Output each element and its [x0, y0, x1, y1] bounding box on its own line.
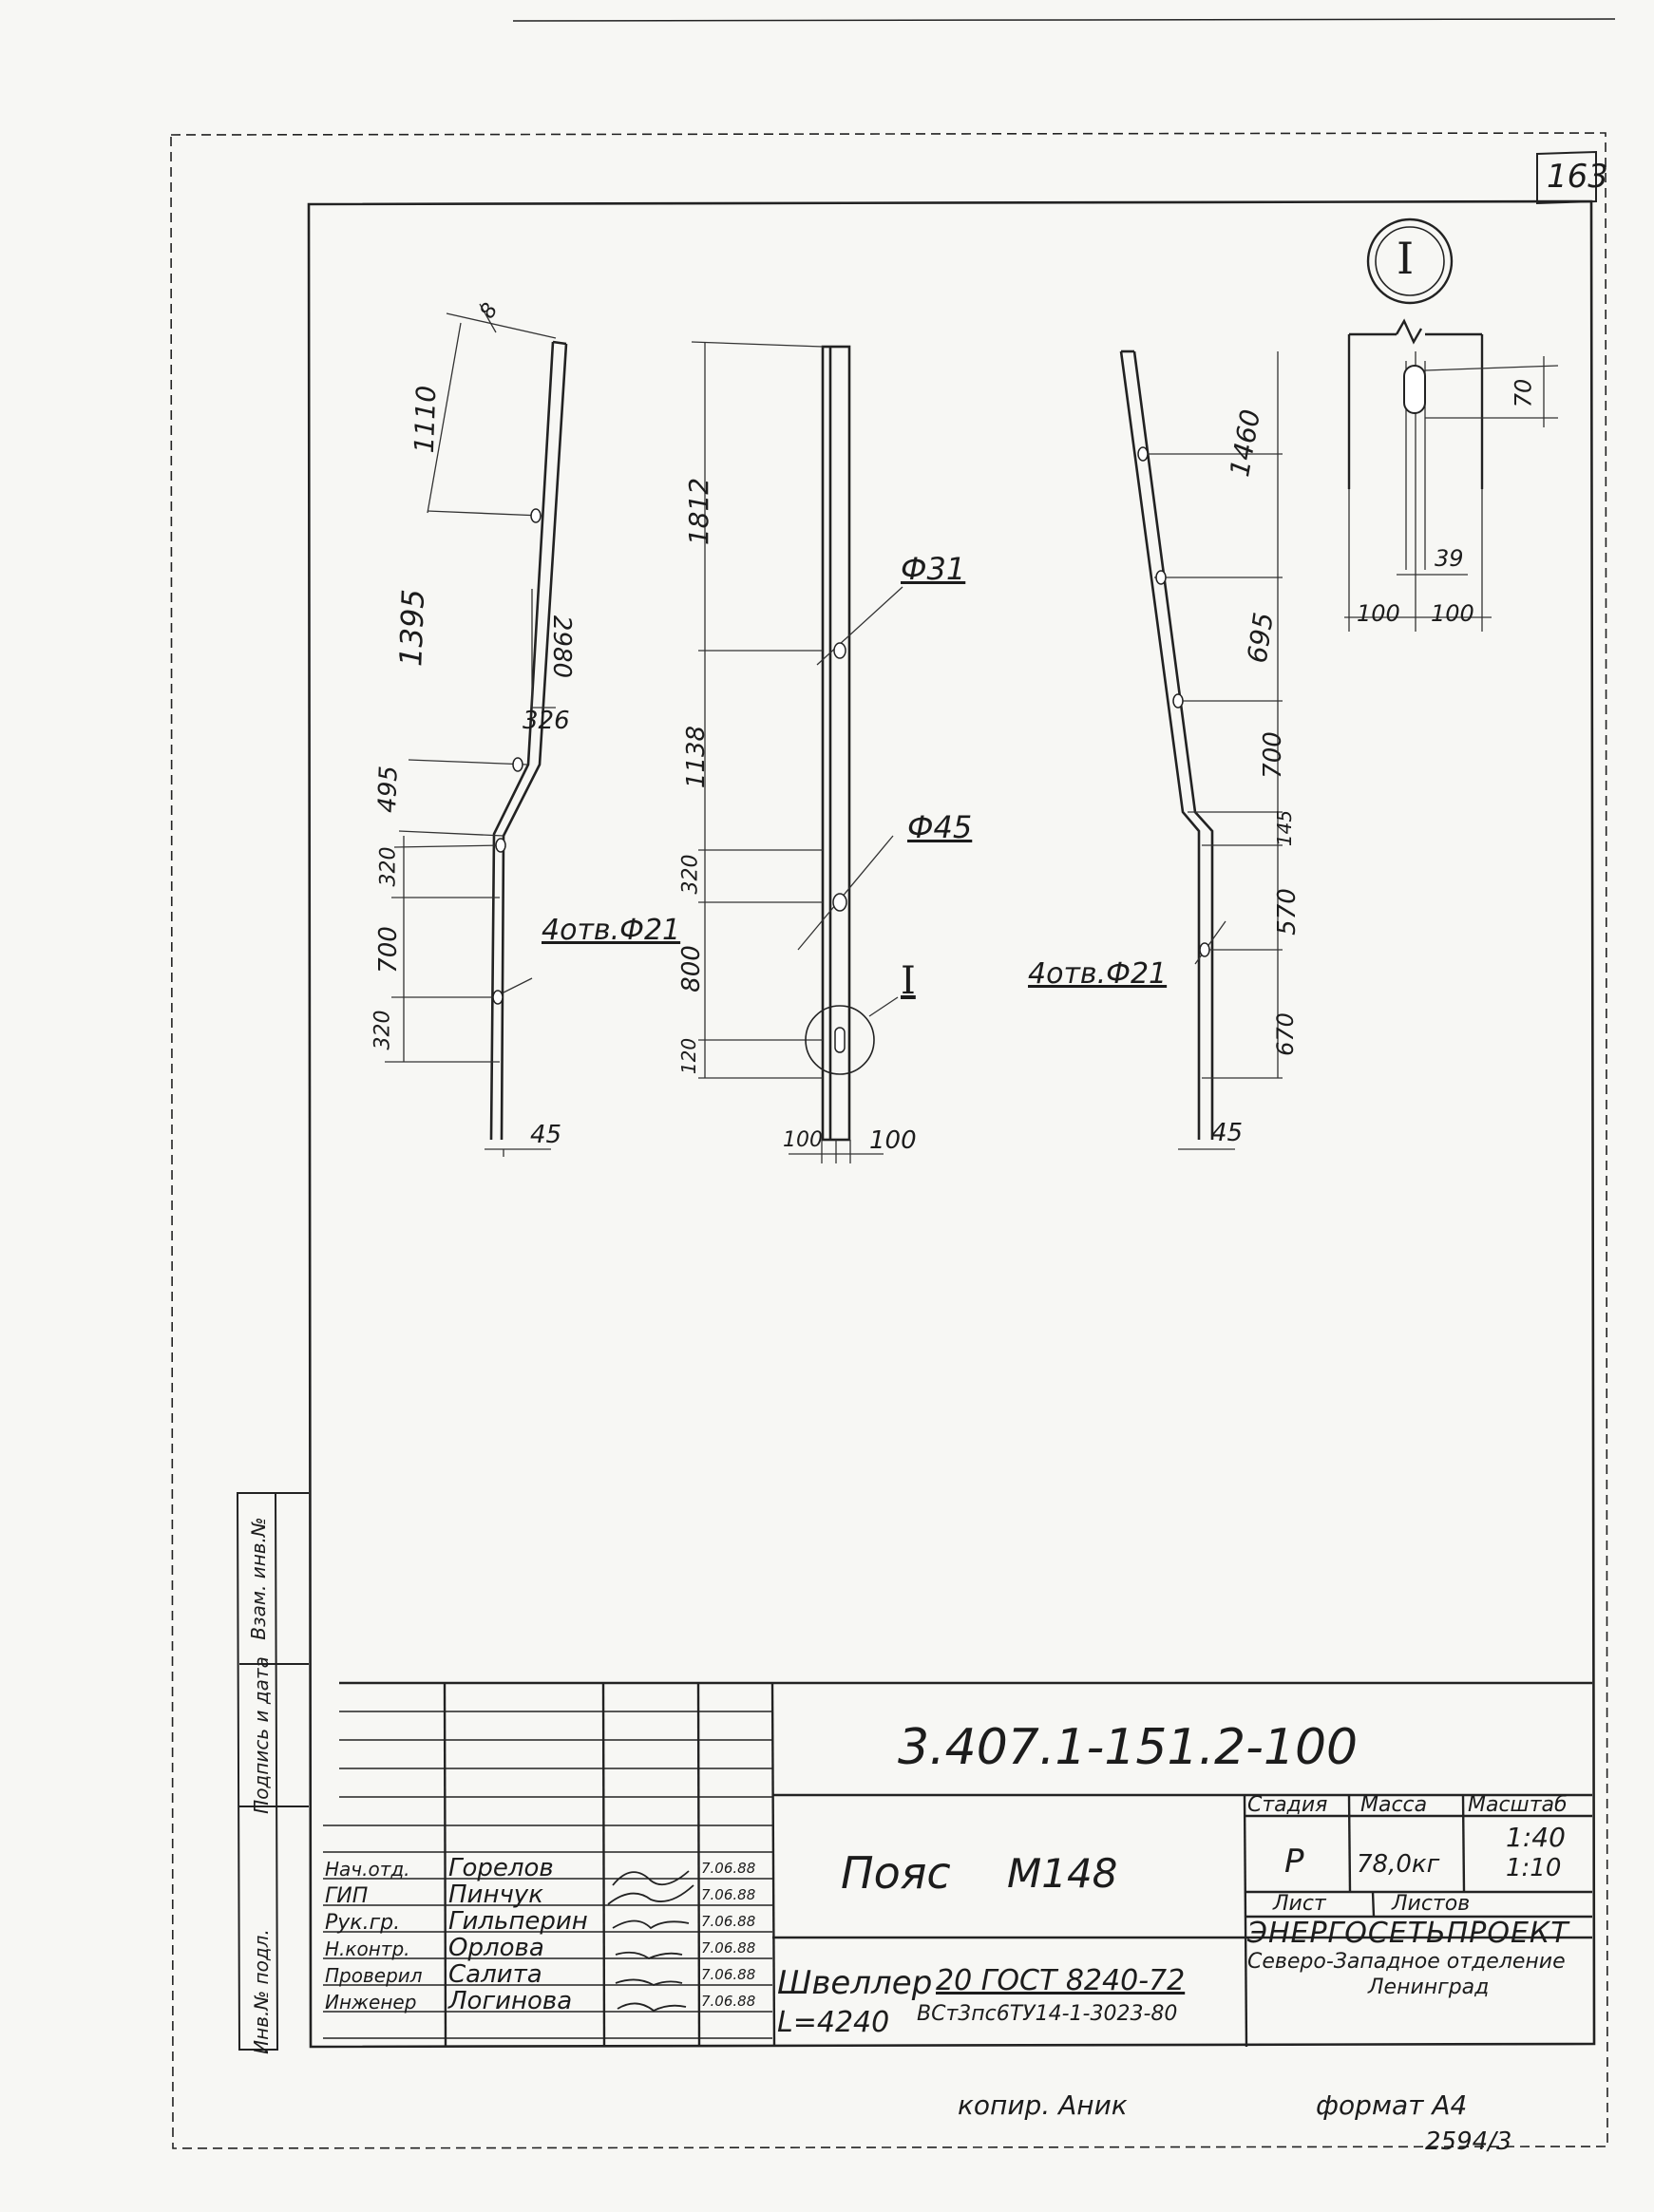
- signature-name: Салита: [448, 1960, 542, 1989]
- signature-name: Пинчук: [448, 1881, 543, 1909]
- signature-date: 7.06.88: [701, 1939, 756, 1957]
- sheets-label: Листов: [1392, 1892, 1471, 1916]
- signature-role: ГИП: [325, 1884, 369, 1908]
- mass-value: 78,0кг: [1357, 1850, 1440, 1879]
- header-mass: Масса: [1360, 1793, 1428, 1817]
- detail-callout: I: [1397, 233, 1415, 284]
- material-steel: ВСт3пс6ТУ14-1-3023-80: [917, 2002, 1178, 2026]
- designation: 3.407.1-151.2-100: [898, 1719, 1359, 1776]
- dim-left-45: 45: [530, 1121, 562, 1149]
- signature-name: Логинова: [448, 1987, 573, 2015]
- signature-date: 7.06.88: [701, 1993, 756, 2010]
- copied-by: копир. Аник: [958, 2089, 1128, 2121]
- org-city: Ленинград: [1368, 1976, 1490, 1999]
- signature-date: 7.06.88: [701, 1966, 756, 1983]
- hole-label-31: Ф31: [901, 551, 966, 587]
- archive-number: 2594/3: [1425, 2127, 1512, 2156]
- stage-value: Р: [1284, 1843, 1304, 1881]
- dim-detail-100a: 100: [1357, 600, 1400, 627]
- signature-date: 7.06.88: [701, 1886, 756, 1903]
- signature-name: Орлова: [448, 1934, 544, 1962]
- part-name: Пояс: [841, 1847, 951, 1899]
- scale-value-1: 1:40: [1506, 1822, 1566, 1853]
- signature-role: Проверил: [325, 1964, 423, 1987]
- header-stage: Стадия: [1247, 1793, 1328, 1817]
- sheet-number: 163: [1547, 158, 1608, 196]
- signature-role: Рук.гр.: [325, 1911, 401, 1935]
- holes-label-left: 4отв.Ф21: [542, 914, 681, 947]
- dim-detail-100b: 100: [1431, 600, 1474, 627]
- part-mark: М148: [1007, 1850, 1118, 1897]
- dim-mid-100b: 100: [869, 1126, 917, 1155]
- signature-role: Нач.отд.: [325, 1858, 410, 1881]
- header-scale: Масштаб: [1468, 1793, 1568, 1817]
- detail-marker: I: [901, 959, 916, 1003]
- signature-name: Горелов: [448, 1854, 554, 1882]
- signature-role: Инженер: [325, 1991, 417, 2013]
- material-name: Швеллер: [777, 1964, 933, 2002]
- org-branch: Северо-Западное отделение: [1247, 1950, 1566, 1974]
- dim-right-45: 45: [1211, 1119, 1244, 1147]
- signature-date: 7.06.88: [701, 1860, 756, 1877]
- organization: ЭНЕРГОСЕТЬПРОЕКТ: [1247, 1917, 1569, 1950]
- paper-format: формат А4: [1316, 2089, 1468, 2121]
- material-length: L=4240: [777, 2006, 890, 2039]
- material-gost: 20 ГОСТ 8240-72: [936, 1964, 1186, 1997]
- sheet-label: Лист: [1273, 1892, 1326, 1916]
- dim-mid-100a: 100: [783, 1128, 823, 1152]
- dim-detail-39: 39: [1435, 545, 1464, 572]
- dim-left-326: 326: [523, 707, 570, 735]
- holes-label-right: 4отв.Ф21: [1028, 957, 1168, 991]
- signature-role: Н.контр.: [325, 1938, 410, 1960]
- hole-label-45: Ф45: [907, 809, 973, 845]
- scale-value-2: 1:10: [1506, 1854, 1562, 1882]
- signature-name: Гильперин: [448, 1907, 588, 1936]
- signature-date: 7.06.88: [701, 1913, 756, 1930]
